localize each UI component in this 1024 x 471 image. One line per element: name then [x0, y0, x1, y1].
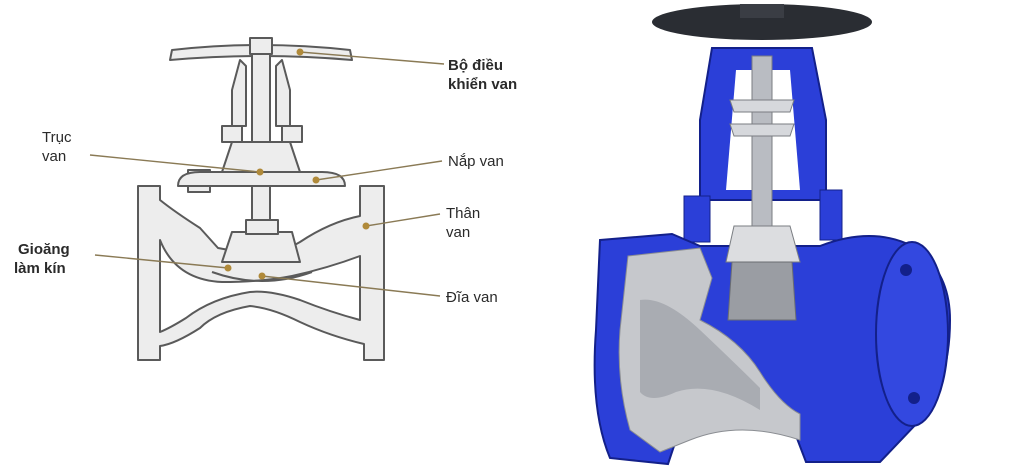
cutaway-handwheel — [652, 4, 872, 40]
label-actuator-line1: Bộ điều — [448, 57, 503, 74]
bonnet-shape — [177, 171, 346, 187]
label-gasket-line1: Gioăng — [18, 241, 70, 258]
label-bonnet: Nắp van — [448, 153, 504, 170]
label-actuator-line2: khiển van — [448, 76, 518, 93]
label-body-line1: Thân — [446, 205, 481, 222]
label-disc: Đĩa van — [446, 289, 498, 306]
label-gasket-line2: làm kín — [14, 260, 66, 277]
label-body-line2: van — [446, 224, 471, 241]
label-stem-line1: Trục — [42, 129, 72, 146]
label-stem-line2: van — [42, 148, 67, 165]
